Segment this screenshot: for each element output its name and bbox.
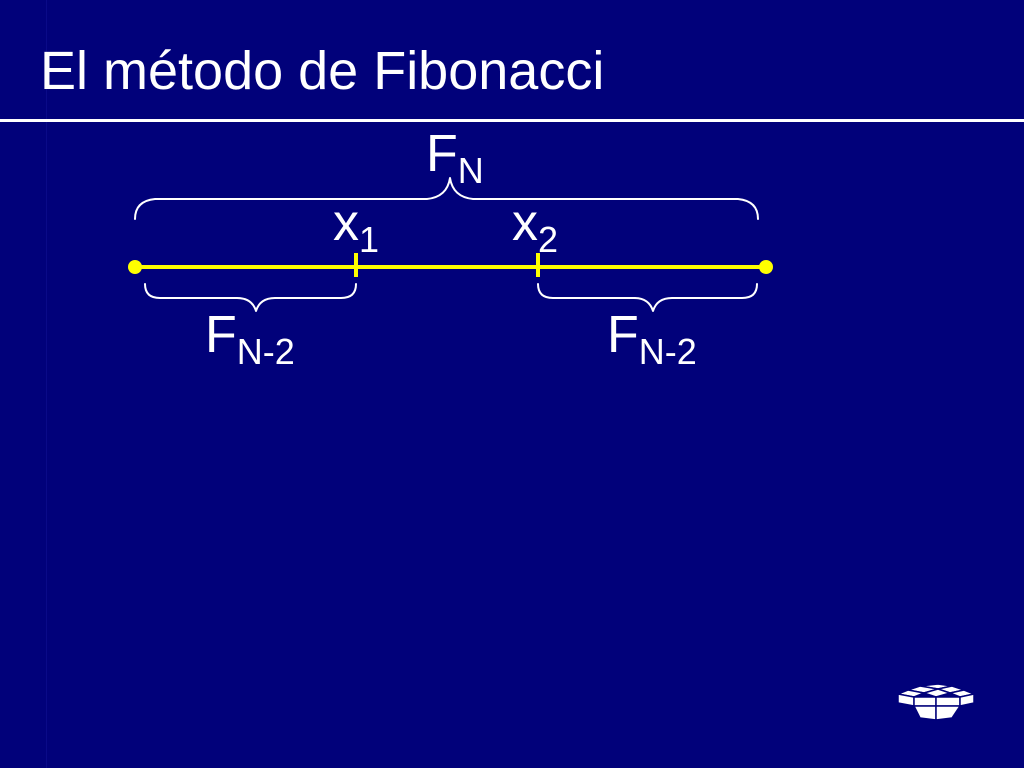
total-interval-label: FN <box>426 125 484 191</box>
x1-label-subscript: 1 <box>359 219 379 260</box>
right-segment-label-subscript: N-2 <box>639 331 697 372</box>
interval-start-point <box>128 260 142 274</box>
left-segment-label: FN-2 <box>205 306 295 372</box>
x2-label: x2 <box>512 194 558 260</box>
slide-title: El método de Fibonacci <box>40 41 605 101</box>
university-logo-icon <box>897 683 975 721</box>
interval-end-point <box>759 260 773 274</box>
total-interval-brace <box>134 177 759 220</box>
x1-label: x1 <box>333 194 379 260</box>
right-segment-label: FN-2 <box>607 306 697 372</box>
right-segment-label-base: F <box>607 306 639 364</box>
x2-label-base: x <box>512 194 538 252</box>
total-label-subscript: N <box>458 150 484 191</box>
title-underline <box>0 119 1024 122</box>
left-segment-brace <box>144 283 357 312</box>
left-margin-rule <box>46 0 47 768</box>
right-segment-brace <box>537 283 758 312</box>
total-label-base: F <box>426 125 458 183</box>
x2-label-subscript: 2 <box>538 219 558 260</box>
x1-label-base: x <box>333 194 359 252</box>
left-segment-label-subscript: N-2 <box>237 331 295 372</box>
left-segment-label-base: F <box>205 306 237 364</box>
